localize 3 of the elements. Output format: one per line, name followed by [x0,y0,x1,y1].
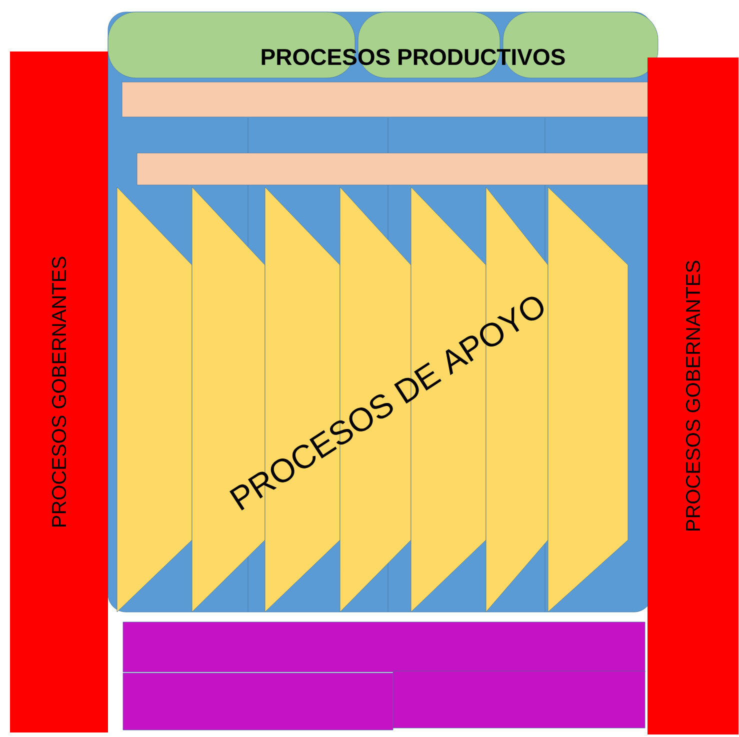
process-bar: PROCESOS GOBERNANTES [10,52,108,732]
process-band: PROCESOS PRODUCTIVOS [108,12,658,78]
process-bar: PROCESOS GOBERNANTES [648,58,738,734]
